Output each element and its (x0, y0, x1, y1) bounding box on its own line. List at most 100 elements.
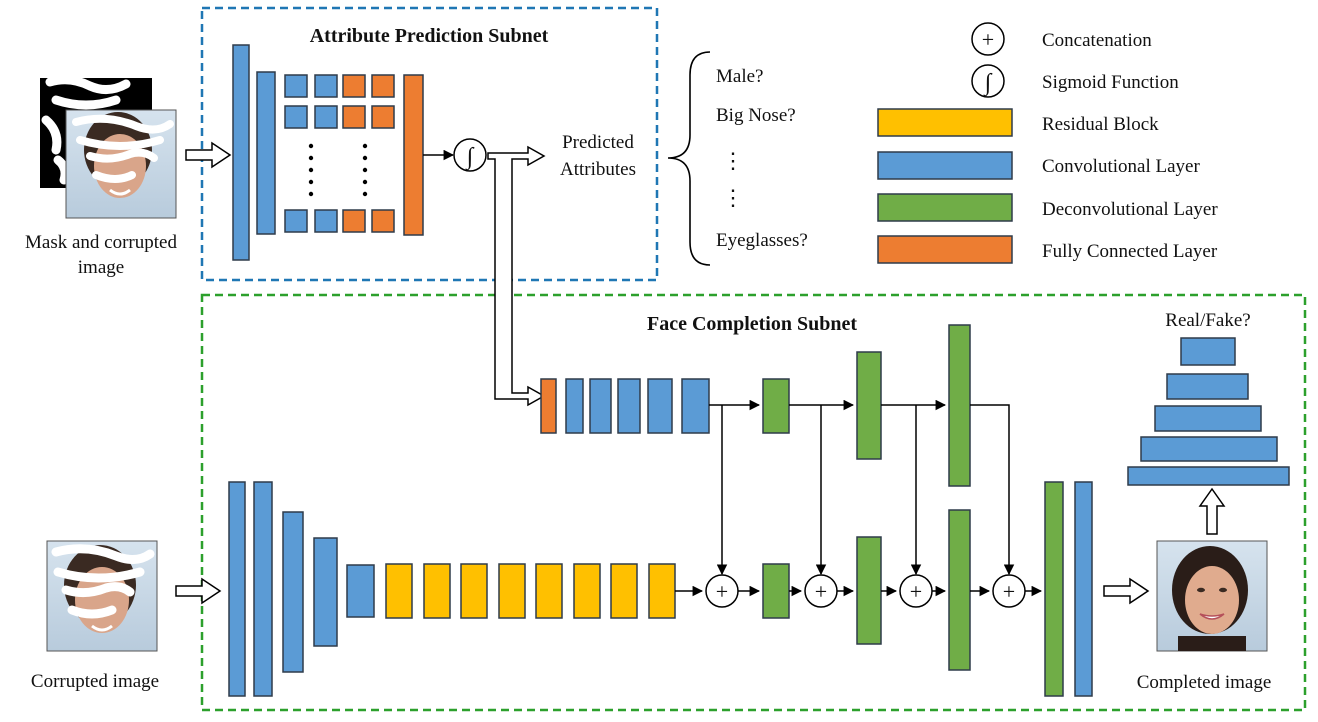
branch-deconv-1 (762, 378, 790, 434)
branch-connections (709, 399, 1015, 576)
hollow-arrow-discriminator (1198, 487, 1226, 535)
hollow-arrow-attribute-input (185, 141, 232, 169)
legend-concat-icon (971, 22, 1005, 56)
predicted-label-line2: Attributes (560, 159, 636, 180)
attr-fc-r1c3 (342, 74, 366, 98)
concat-symbol-3: + (910, 579, 922, 604)
legend-conv-label: Convolutional Layer (1042, 156, 1200, 177)
enc-conv-2 (253, 481, 273, 697)
res-block-6 (573, 563, 601, 619)
legend-conv-swatch (877, 151, 1013, 180)
attribute-subnet-box (200, 6, 659, 282)
sigmoid-node (453, 138, 487, 172)
disc-layer-4 (1140, 436, 1278, 462)
attribute-big-nose: Big Nose? (716, 105, 796, 126)
completed-shoulder (1178, 636, 1246, 651)
branch-fc (540, 378, 557, 434)
branch-deconv-3 (948, 324, 971, 487)
completed-skin (1185, 566, 1239, 634)
corrupted-holes (51, 544, 155, 619)
legend-sigmoid-label: Sigmoid Function (1042, 72, 1179, 93)
attribute-ellipsis-1: ⋮ (722, 148, 744, 173)
legend-concat-symbol: + (982, 27, 994, 52)
attr-conv-r2c2 (314, 105, 338, 129)
completed-image (1156, 540, 1268, 652)
attr-fc-r3c4 (371, 209, 395, 233)
predicted-label-line1: Predicted (562, 132, 634, 153)
concat-symbol-4: + (1003, 579, 1015, 604)
legend-residual-swatch (877, 108, 1013, 137)
attr-conv-r3c2 (314, 209, 338, 233)
attribute-input-label-line1: Mask and corrupted (25, 232, 177, 253)
dec-deconv-4 (1044, 481, 1064, 697)
branch-conv-2 (589, 378, 612, 434)
discriminator (1127, 337, 1290, 486)
branch-deconv-2 (856, 351, 882, 460)
attr-network-dots (308, 143, 368, 197)
hollow-arrow-attributes-routing (487, 145, 546, 407)
enc-conv-5 (346, 564, 375, 618)
attr-fc-final (403, 74, 424, 236)
dec-deconv-2 (856, 536, 882, 645)
branch-conv-3 (617, 378, 641, 434)
attr-fc-r2c3 (342, 105, 366, 129)
legend-deconv-label: Deconvolutional Layer (1042, 199, 1218, 220)
disc-layer-1 (1180, 337, 1236, 366)
legend-residual-label: Residual Block (1042, 114, 1159, 135)
dec-deconv-3 (948, 509, 971, 671)
disc-layer-3 (1154, 405, 1262, 432)
attribute-branch (540, 324, 971, 487)
branch-conv-1 (565, 378, 584, 434)
attr-fc-r2c4 (371, 105, 395, 129)
legend-fc-swatch (877, 235, 1013, 264)
concat-symbol-2: + (815, 579, 827, 604)
disc-layer-5 (1127, 466, 1290, 486)
legend-concat-label: Concatenation (1042, 30, 1152, 51)
face-smile (109, 188, 131, 196)
concat-symbol-1: + (716, 579, 728, 604)
face-holes (72, 114, 174, 183)
face-decoder: + + + + (675, 481, 1093, 697)
face-encoder (228, 481, 676, 697)
legend-deconv-swatch (877, 193, 1013, 222)
legend-sigmoid-icon (971, 64, 1005, 98)
corrupted-image (46, 540, 158, 652)
attr-fc-r3c3 (342, 209, 366, 233)
attr-fc-r1c4 (371, 74, 395, 98)
mask-holes (41, 75, 131, 185)
enc-conv-1 (228, 481, 246, 697)
disc-layer-2 (1166, 373, 1249, 400)
completed-eye-left (1197, 587, 1205, 593)
dec-conv-out (1074, 481, 1093, 697)
attr-conv-r3c1 (284, 209, 308, 233)
legend-sigmoid-symbol: ∫ (983, 70, 993, 97)
corrupted-smile (91, 624, 113, 632)
res-block-1 (385, 563, 413, 619)
hollow-arrow-output (1103, 577, 1150, 605)
face-subnet-box (200, 293, 1307, 712)
discriminator-label: Real/Fake? (1165, 310, 1250, 331)
res-block-4 (498, 563, 526, 619)
enc-conv-4 (313, 537, 338, 647)
legend: + Concatenation ∫ Sigmoid Function Resid… (877, 22, 1218, 264)
attr-conv-r1c1 (284, 74, 308, 98)
sigmoid-symbol: ∫ (465, 144, 475, 171)
attr-conv-r2c1 (284, 105, 308, 129)
attr-conv-1 (232, 44, 250, 261)
attributes-brace (667, 51, 711, 266)
res-block-8 (648, 563, 676, 619)
completed-smile (1199, 613, 1225, 620)
branch-conv-4 (647, 378, 673, 434)
attribute-ellipsis-2: ⋮ (722, 185, 744, 210)
corrupted-image-label: Corrupted image (31, 671, 159, 692)
attribute-input-label-line2: image (78, 257, 124, 278)
dec-deconv-1 (762, 563, 790, 619)
attribute-eyeglasses: Eyeglasses? (716, 230, 808, 251)
res-block-3 (460, 563, 488, 619)
face-subnet-title: Face Completion Subnet (647, 313, 857, 335)
res-block-5 (535, 563, 563, 619)
attribute-network (232, 44, 424, 261)
attribute-subnet-title: Attribute Prediction Subnet (310, 25, 549, 47)
